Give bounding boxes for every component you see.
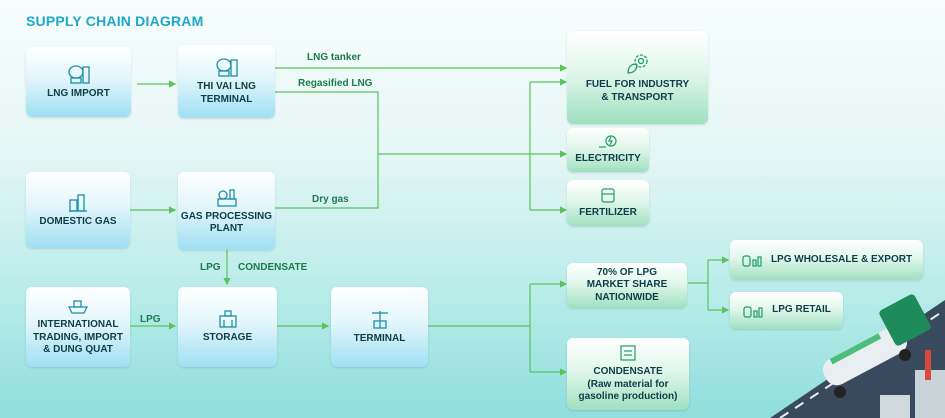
node-thi-vai: THI VAI LNG TERMINAL [178, 45, 275, 118]
node-electricity-label: ELECTRICITY [575, 152, 641, 164]
node-gas-processing: GAS PROCESSING PLANT [178, 172, 275, 250]
lpg-cylinder-icon [743, 305, 763, 318]
crane-icon [371, 310, 388, 329]
storage-building-icon [218, 310, 237, 328]
edge-label-lng-tanker: LNG tanker [307, 52, 361, 63]
ship-icon [67, 300, 89, 314]
node-lpg-wholesale-label: LPG WHOLESALE & EXPORT [770, 253, 913, 265]
node-condensate-label: CONDENSATE (Raw material for gasoline pr… [578, 366, 678, 403]
node-lng-import: LNG IMPORT [26, 47, 131, 117]
node-terminal-label: TERMINAL [353, 332, 406, 344]
node-storage-label: STORAGE [202, 331, 253, 343]
node-lpg-retail: LPG RETAIL [730, 292, 843, 329]
edge-label-regasified: Regasified LNG [298, 78, 373, 89]
lpg-cylinder-icon [742, 255, 762, 267]
fertilizer-icon [601, 188, 615, 203]
lng-tank-icon [67, 65, 90, 84]
page-title: SUPPLY CHAIN DIAGRAM [26, 13, 204, 29]
node-terminal: TERMINAL [331, 287, 428, 367]
node-intl-trading: INTERNATIONAL TRADING, IMPORT & DUNG QUA… [26, 287, 130, 367]
truck-illustration [770, 294, 945, 418]
gear-leaf-icon [626, 54, 648, 74]
node-fertilizer: FERTILIZER [567, 180, 649, 226]
node-domestic-gas: DOMESTIC GAS [26, 172, 130, 248]
edge-dry-gas [275, 154, 379, 209]
edge-label-lpg-vertical: LPG [200, 262, 221, 273]
node-condensate: CONDENSATE (Raw material for gasoline pr… [567, 338, 689, 410]
edge-label-condensate-vertical: CONDENSATE [238, 262, 308, 273]
node-lpg-retail-label: LPG RETAIL [772, 304, 831, 316]
processing-plant-icon [216, 188, 237, 207]
node-gas-processing-label: GAS PROCESSING PLANT [180, 210, 273, 235]
node-domestic-gas-label: DOMESTIC GAS [39, 215, 117, 227]
electricity-icon [599, 135, 617, 148]
node-fuel-label: FUEL FOR INDUSTRY & TRANSPORT [585, 79, 690, 103]
gas-plant-icon [69, 194, 87, 212]
edge-label-dry-gas: Dry gas [312, 194, 349, 205]
lng-tank-icon [215, 58, 238, 77]
node-lpg-share: 70% OF LPG MARKET SHARE NATIONWIDE [567, 263, 687, 308]
node-storage: STORAGE [178, 287, 277, 367]
node-lpg-wholesale: LPG WHOLESALE & EXPORT [730, 240, 923, 280]
node-intl-trading-label: INTERNATIONAL TRADING, IMPORT & DUNG QUA… [33, 319, 123, 356]
document-icon [620, 345, 636, 361]
node-electricity: ELECTRICITY [567, 128, 649, 172]
edge-label-lpg-horizontal: LPG [140, 314, 161, 325]
node-thi-vai-label: THI VAI LNG TERMINAL [197, 81, 256, 105]
node-fuel: FUEL FOR INDUSTRY & TRANSPORT [567, 31, 708, 124]
node-fertilizer-label: FERTILIZER [579, 206, 637, 218]
edge-regasified [275, 91, 379, 154]
node-lpg-share-label: 70% OF LPG MARKET SHARE NATIONWIDE [586, 266, 668, 303]
node-lng-import-label: LNG IMPORT [47, 87, 110, 99]
